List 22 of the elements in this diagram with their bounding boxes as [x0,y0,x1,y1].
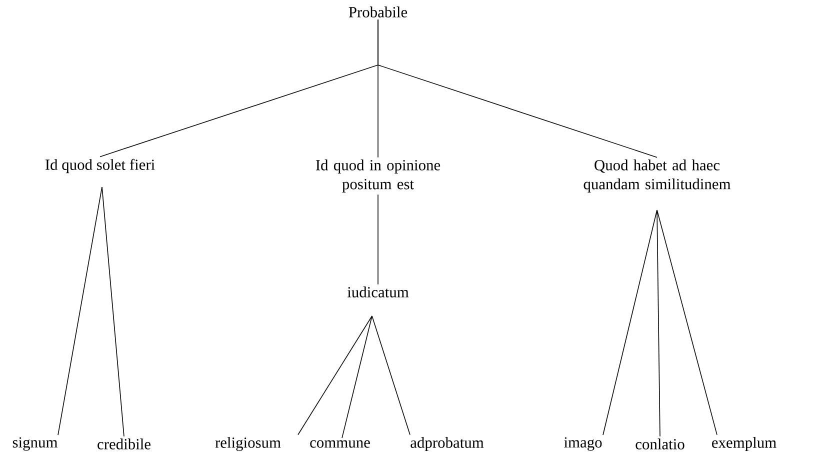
label-text: iudicatum [347,286,409,298]
connector-line [342,316,372,438]
label-text: Id quod in opinione positum est [316,160,440,192]
label-text: Id quod solet fieri [45,158,155,174]
label-text: conlatio [636,438,684,450]
connector-line [656,210,718,436]
connector-line [378,19,658,158]
label-text: Probabile [348,6,408,18]
connector-line [298,316,372,436]
connector-line [102,186,124,437]
label-text: signum [12,437,58,451]
connector-line [656,210,660,437]
label-text: imago [564,437,602,451]
connector-line [58,186,102,436]
label-text: Quod habet ad haec quandam similitudinem [584,160,731,192]
connector-line [602,210,658,436]
label-text: religiosum [215,436,281,451]
connector-line [372,316,410,436]
label-text: commune [310,440,370,448]
label-text: adprobatum [410,436,484,451]
label-text: exemplum [712,436,776,451]
label-text: credibile [98,438,150,450]
